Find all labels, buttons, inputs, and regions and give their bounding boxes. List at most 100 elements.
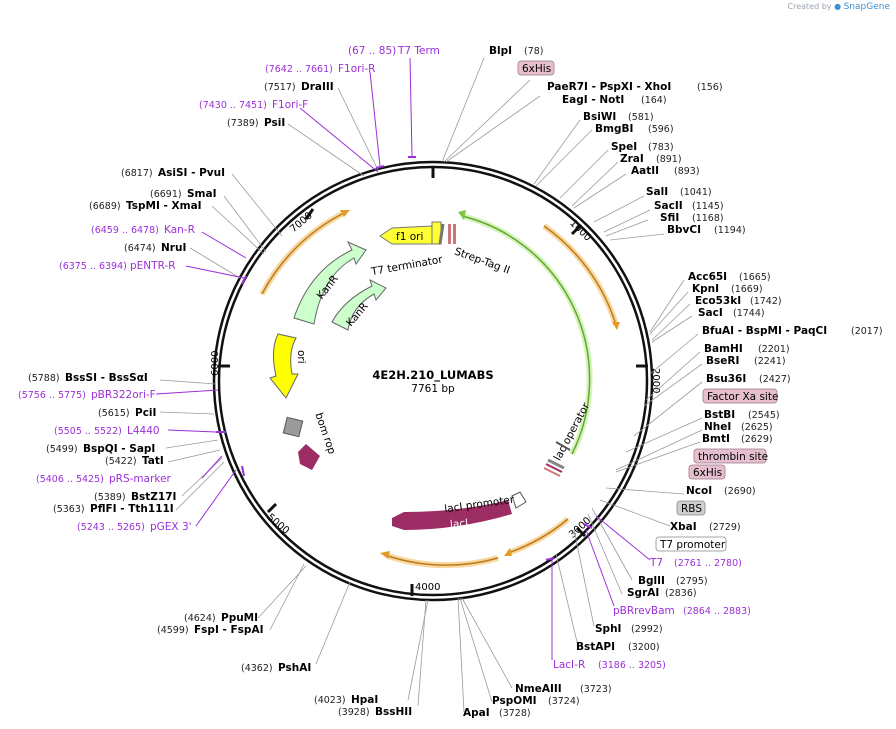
primer-pbrrevbam[interactable]: pBRrevBam xyxy=(613,605,675,617)
enzyme-leaders xyxy=(159,57,703,713)
enzyme-sphi[interactable]: SphI xyxy=(595,623,621,635)
enzyme-pshai[interactable]: PshAI xyxy=(278,662,311,674)
enzyme-spei[interactable]: SpeI xyxy=(611,141,637,153)
primer-laci-r-pos: (3186 .. 3205) xyxy=(598,660,666,671)
enzyme-xhoi-group[interactable]: PaeR7I - PspXI - XhoI xyxy=(547,81,671,93)
factor-xa-label[interactable]: Factor Xa site xyxy=(707,391,778,403)
enzyme-bsiwi[interactable]: BsiWI xyxy=(583,111,616,123)
enzyme-apai[interactable]: ApaI xyxy=(463,707,490,719)
tick-label-6000: 6000 xyxy=(210,351,221,376)
f1-ori-feature xyxy=(379,225,433,245)
enzyme-ncoi[interactable]: NcoI xyxy=(686,485,712,497)
his-bottom-box xyxy=(688,464,726,480)
snapgene-logo-icon: ● xyxy=(834,2,842,11)
enzyme-pcii[interactable]: PciI xyxy=(135,407,156,419)
enzyme-bsssi-group-pos: (5788) xyxy=(28,373,60,384)
enzyme-fspi-group-pos: (4599) xyxy=(157,625,189,636)
primer-l4440[interactable]: L4440 xyxy=(127,425,160,437)
enzyme-blpi-pos: (78) xyxy=(524,46,544,57)
enzyme-kpni[interactable]: KpnI xyxy=(692,283,719,295)
enzyme-bamhi[interactable]: BamHI xyxy=(704,343,743,355)
enzyme-eco53ki[interactable]: Eco53kI xyxy=(695,295,741,307)
enzyme-bsssi-group[interactable]: BssSI - BssSαI xyxy=(65,372,148,384)
t7-promoter-label[interactable]: T7 promoter xyxy=(659,539,726,551)
enzyme-sfii[interactable]: SfiI xyxy=(660,212,679,224)
enzyme-bsshii[interactable]: BssHII xyxy=(375,706,412,718)
t7-terminator-label: T7 terminator xyxy=(369,254,444,279)
enzyme-tth111i-group[interactable]: PflFI - Tth111I xyxy=(90,503,174,515)
enzyme-bseri-pos: (2241) xyxy=(754,356,786,367)
laci-feature xyxy=(392,500,512,530)
enzyme-aatii-pos: (893) xyxy=(674,166,700,177)
primer-t7[interactable]: T7 xyxy=(649,557,663,569)
enzyme-bseri[interactable]: BseRI xyxy=(706,355,739,367)
enzyme-sali[interactable]: SalI xyxy=(646,186,668,198)
enzyme-nrui[interactable]: NruI xyxy=(161,242,186,254)
enzyme-bstapi[interactable]: BstAPI xyxy=(576,641,615,653)
enzyme-psii[interactable]: PsiI xyxy=(264,117,285,129)
enzyme-aatii[interactable]: AatII xyxy=(631,165,659,177)
primer-f1ori-r[interactable]: F1ori-R xyxy=(338,63,375,75)
enzyme-nrui-pos: (6474) xyxy=(124,243,156,254)
enzyme-bmti[interactable]: BmtI xyxy=(702,433,730,445)
green-orf-head xyxy=(458,210,466,220)
enzyme-labels-bottom: NmeAIII (3723) PspOMI (3724) ApaI (3728)… xyxy=(157,612,612,719)
primer-pgex3-pos: (5243 .. 5265) xyxy=(77,522,145,533)
enzyme-xbai[interactable]: XbaI xyxy=(670,521,697,533)
primer-f1ori-f[interactable]: F1ori-F xyxy=(272,99,308,111)
thrombin-label[interactable]: thrombin site xyxy=(698,451,768,463)
enzyme-nmeaiii[interactable]: NmeAIII xyxy=(515,683,562,695)
primer-pentr-r[interactable]: pENTR-R xyxy=(130,260,176,272)
primer-pgex3[interactable]: pGEX 3' xyxy=(150,521,192,533)
enzyme-bamhi-pos: (2201) xyxy=(758,344,790,355)
orf-arrow-lower xyxy=(507,518,569,554)
enzyme-acc65i-pos: (1665) xyxy=(739,272,771,283)
primer-pbr322ori-f[interactable]: pBR322ori-F xyxy=(91,389,156,401)
promoter-cluster xyxy=(543,441,571,477)
enzyme-blpi[interactable]: BlpI xyxy=(489,45,512,57)
t7-promoter-box xyxy=(655,536,727,552)
tick-1000-mark xyxy=(570,224,582,236)
primer-laci-r[interactable]: LacI-R xyxy=(553,659,585,671)
enzyme-pspomi[interactable]: PspOMI xyxy=(492,695,537,707)
enzyme-bbvci[interactable]: BbvCI xyxy=(667,224,701,236)
enzyme-paqci-group[interactable]: BfuAI - BspMI - PaqCI xyxy=(702,325,827,337)
rbs-label[interactable]: RBS xyxy=(681,503,702,515)
enzyme-bstz17i[interactable]: BstZ17I xyxy=(131,491,176,503)
enzyme-noti-group[interactable]: EagI - NotI xyxy=(562,94,624,106)
enzyme-sapi-group-pos: (5499) xyxy=(46,444,78,455)
primer-t7-term[interactable]: T7 Term xyxy=(397,45,440,57)
enzyme-saci[interactable]: SacI xyxy=(698,307,723,319)
thrombin-box xyxy=(693,448,767,464)
enzyme-bstbi-pos: (2545) xyxy=(748,410,780,421)
enzyme-fspi-group[interactable]: FspI - FspAI xyxy=(194,624,264,636)
enzyme-bglii[interactable]: BglII xyxy=(638,575,665,587)
enzyme-bstbi[interactable]: BstBI xyxy=(704,409,735,421)
enzyme-bsiwi-pos: (581) xyxy=(628,112,654,123)
enzyme-sgrai[interactable]: SgrAI xyxy=(627,587,659,599)
primer-pbrrevbam-pos: (2864 .. 2883) xyxy=(683,606,751,617)
his-bottom-label[interactable]: 6xHis xyxy=(693,467,722,479)
enzyme-draiii[interactable]: DraIII xyxy=(301,81,334,93)
primer-kan-r[interactable]: Kan-R xyxy=(164,224,195,236)
enzyme-bmgbi[interactable]: BmgBI xyxy=(595,123,633,135)
enzyme-tati[interactable]: TatI xyxy=(142,455,164,467)
enzyme-smai[interactable]: SmaI xyxy=(187,188,217,200)
enzyme-bsu36i[interactable]: Bsu36I xyxy=(706,373,746,385)
enzyme-ppumi[interactable]: PpuMI xyxy=(221,612,258,624)
enzyme-sacii[interactable]: SacII xyxy=(654,200,683,212)
laci-promoter-feature xyxy=(511,491,527,509)
enzyme-acc65i[interactable]: Acc65I xyxy=(688,271,727,283)
enzyme-xmai-group[interactable]: TspMI - XmaI xyxy=(126,200,202,212)
enzyme-hpai-pos: (4023) xyxy=(314,695,346,706)
enzyme-pvui-group[interactable]: AsiSI - PvuI xyxy=(158,167,225,179)
orf-arrow-left-head xyxy=(340,210,350,217)
enzyme-zrai[interactable]: ZraI xyxy=(620,153,644,165)
enzyme-sapi-group[interactable]: BspQI - SapI xyxy=(83,443,155,455)
primer-prs-marker[interactable]: pRS-marker xyxy=(109,473,172,485)
enzyme-nmeaiii-pos: (3723) xyxy=(580,684,612,695)
tick-label-2000: 2000 xyxy=(650,368,661,393)
enzyme-hpai[interactable]: HpaI xyxy=(351,694,378,706)
enzyme-nhei[interactable]: NheI xyxy=(704,421,731,433)
his-top-label[interactable]: 6xHis xyxy=(522,63,551,75)
